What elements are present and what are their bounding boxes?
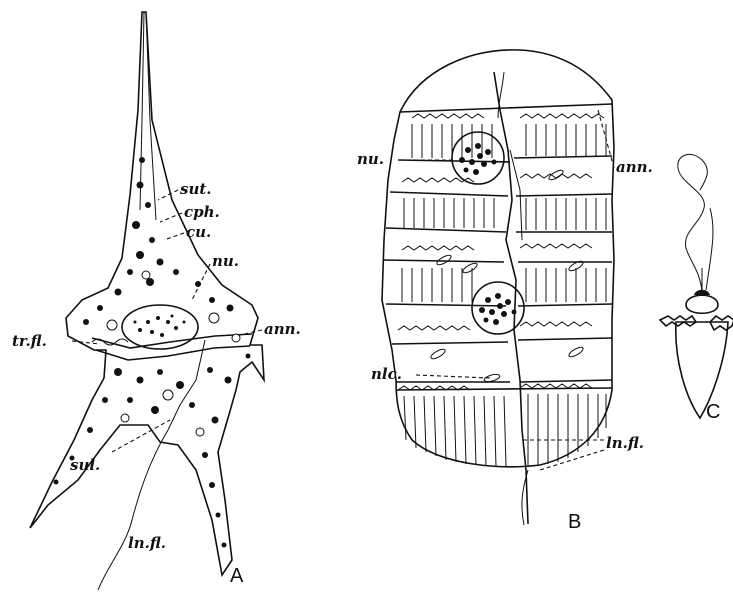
girdle-bands — [398, 114, 604, 390]
organism-a — [30, 12, 264, 590]
panel-label-a: A — [230, 565, 244, 587]
girdle-a — [92, 334, 252, 348]
label-cu: cu. — [186, 223, 211, 241]
label-lnfl-a: ln.fl. — [128, 534, 166, 552]
top-cap — [400, 104, 612, 112]
label-sul: sul. — [70, 456, 100, 474]
flagellum-c — [678, 154, 708, 292]
organism-a-outline — [30, 12, 264, 575]
nucleus-b-1 — [452, 132, 504, 184]
label-nu-a: nu. — [212, 252, 239, 270]
label-nu-b: nu. — [357, 150, 384, 168]
panel-label-c: C — [706, 401, 720, 423]
cytoplasm-granules — [54, 157, 251, 548]
flagellum-c-2 — [702, 208, 713, 292]
cell-c-top — [694, 290, 710, 295]
label-cph: cph. — [184, 203, 220, 221]
organism-b — [382, 50, 614, 525]
longitudinal-flagellum-a — [98, 430, 168, 590]
nucleus-a — [122, 305, 198, 349]
transverse-flagella-c-right — [710, 316, 733, 330]
label-ann-a: ann. — [264, 320, 301, 338]
label-lnfl-b: ln.fl. — [606, 434, 644, 452]
transverse-flagella-c — [660, 316, 696, 326]
nucleus-b-2 — [472, 282, 524, 334]
panel-label-b: B — [568, 511, 581, 533]
nematocysts — [430, 168, 585, 383]
label-nlc: nlc. — [371, 365, 402, 383]
organism-c: C — [660, 154, 733, 423]
label-sut: sut. — [180, 180, 212, 198]
vacuoles — [107, 271, 240, 436]
nucleus-a-texture — [134, 315, 186, 338]
label-ann-b: ann. — [616, 158, 653, 176]
label-trfl: tr.fl. — [12, 332, 47, 350]
cell-c-head — [686, 295, 718, 313]
labels-a: sut. cph. cu. nu. ann. tr.fl. sul. ln.fl… — [12, 180, 301, 587]
